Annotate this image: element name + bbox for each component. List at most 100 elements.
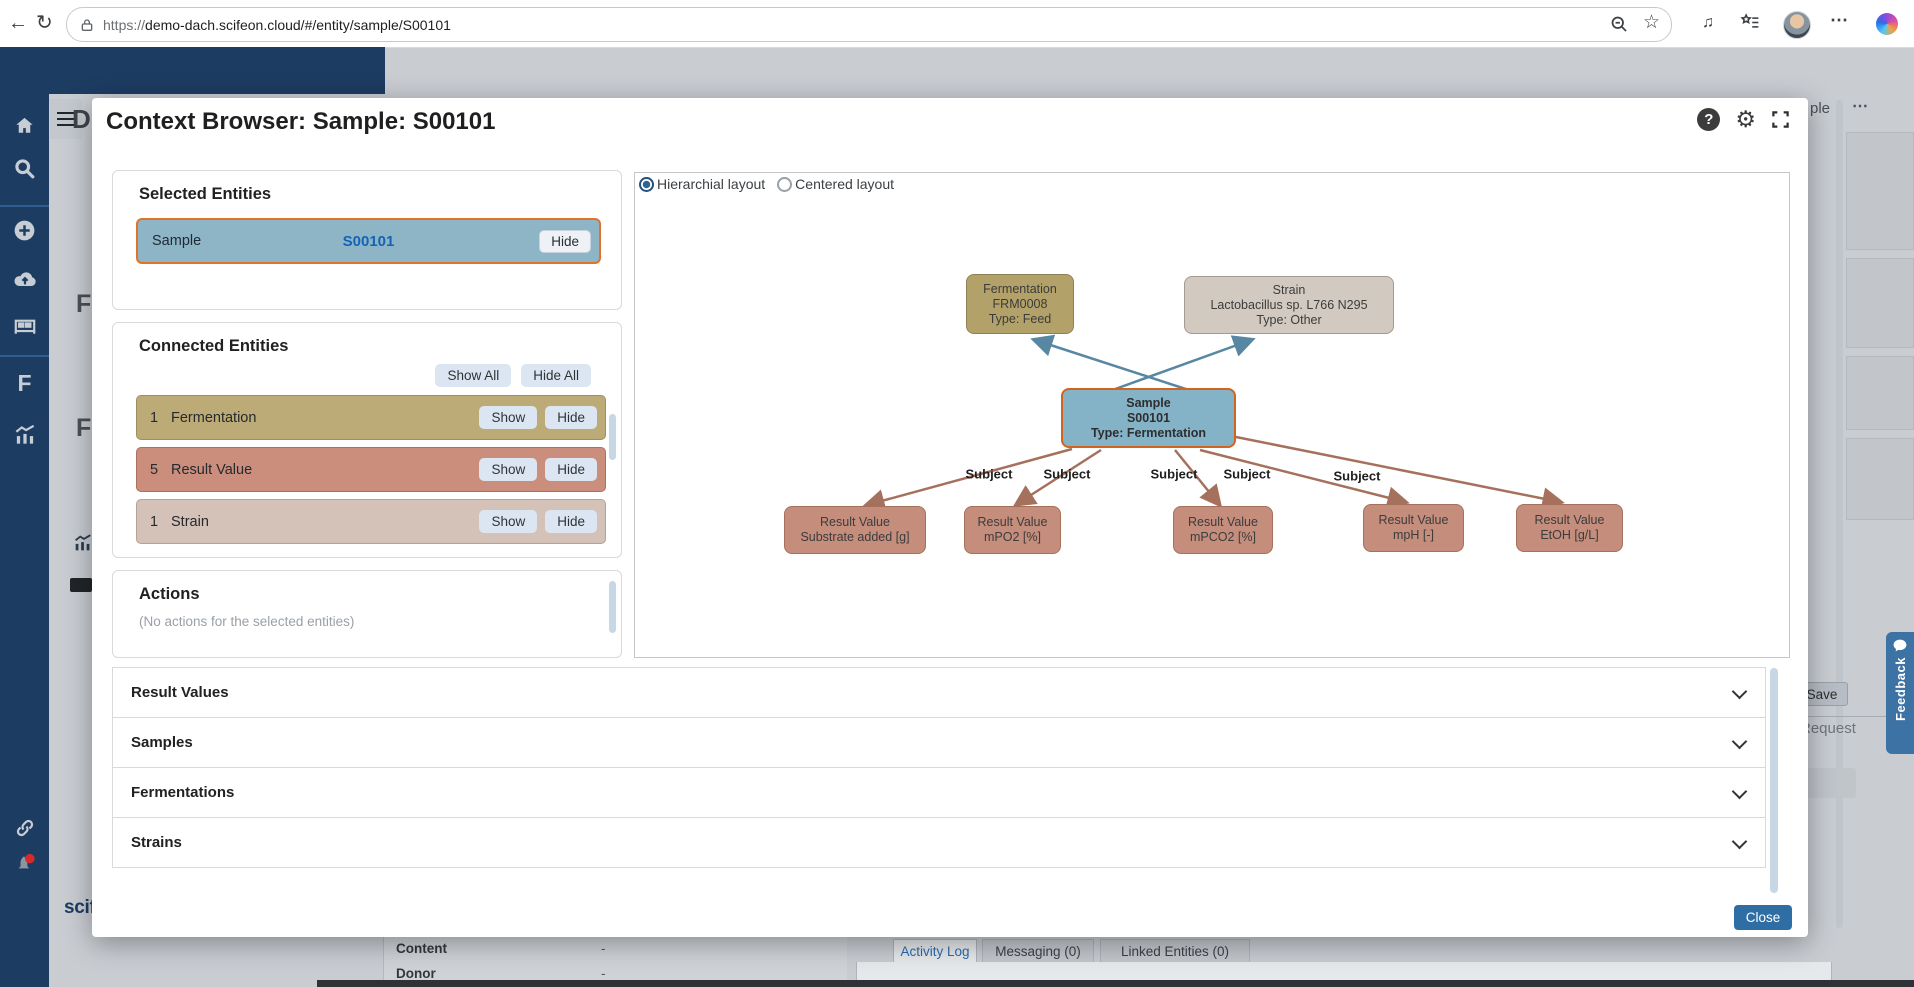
node-line: Type: Fermentation [1090,425,1207,440]
show-button[interactable]: Show [479,406,538,429]
section-samples[interactable]: Samples [112,717,1766,768]
graph-node-result-mpo2[interactable]: Result Value mPO2 [%] [964,506,1061,554]
whats-new-icon[interactable] [0,851,49,882]
hide-button[interactable]: Hide [545,406,597,429]
graph-node-result-mpco2[interactable]: Result Value mPCO2 [%] [1173,506,1273,554]
show-button[interactable]: Show [479,458,538,481]
home-icon[interactable] [0,114,49,142]
graph-node-result-mph[interactable]: Result Value mpH [-] [1363,504,1464,552]
node-line: Type: Feed [988,311,1052,326]
tab-activity-log[interactable]: Activity Log [893,939,977,963]
section-fermentations[interactable]: Fermentations [112,767,1766,818]
connected-row-fermentation[interactable]: 1 Fermentation Show Hide [136,395,606,440]
connected-entities-card: Connected Entities Show All Hide All 1 F… [112,322,622,558]
collections-icon[interactable] [1740,12,1761,38]
sidebar: F ? [0,94,49,987]
chevron-down-icon [1731,783,1748,800]
refresh-icon[interactable]: ↻ [36,12,53,34]
graph-node-result-etoh[interactable]: Result Value EtOH [g/L] [1516,504,1623,552]
browser-menu-icon[interactable]: ⋯ [1830,10,1848,30]
node-line: EtOH [g/L] [1540,528,1599,542]
modal-settings-icon[interactable]: ⚙ [1735,106,1756,132]
graph-node-fermentation[interactable]: Fermentation FRM0008 Type: Feed [966,274,1074,334]
back-icon[interactable]: ← [8,12,28,34]
menu-icon[interactable] [50,99,82,139]
tab-content-panel [856,962,1832,982]
zoom-out-icon[interactable] [1609,14,1630,40]
sidebar-divider [0,355,49,357]
background-scrollbar[interactable] [1836,100,1843,928]
edge-label-subject: Subject [965,466,1013,482]
selected-entity-row[interactable]: Sample S00101 Hide [136,218,601,264]
entity-id-link[interactable]: S00101 [342,232,395,250]
sidebar-f-module-icon[interactable]: F [17,370,32,396]
feedback-tab[interactable]: Feedback [1886,632,1914,754]
hide-all-button[interactable]: Hide All [521,364,591,387]
hide-button[interactable]: Hide [545,510,597,533]
sidebar-divider [0,205,49,207]
app-toolbar: ⚐ [0,47,385,139]
tab-messaging[interactable]: Messaging (0) [982,939,1094,963]
background-card-fragment [1846,438,1914,520]
node-line: mPCO2 [%] [1190,530,1256,544]
layout-option-hierarchical[interactable]: Hierarchial layout [639,176,765,192]
node-line: Strain [1272,282,1306,297]
background-heading-fragment: F [76,414,92,442]
address-bar[interactable]: https://demo-dach.scifeon.cloud/#/entity… [66,7,1672,42]
tab-linked-entities[interactable]: Linked Entities (0) [1100,939,1250,963]
close-button[interactable]: Close [1734,905,1792,930]
accordion-list: Result Values Samples Fermentations Stra… [112,667,1766,868]
graph-node-strain[interactable]: Strain Lactobacillus sp. L766 N295 Type:… [1184,276,1394,334]
graph-node-sample[interactable]: Sample S00101 Type: Fermentation [1061,388,1236,448]
background-title-fragment: ple [1810,100,1831,117]
chevron-down-icon [1731,833,1748,850]
upload-icon[interactable] [0,266,49,297]
storage-icon[interactable] [0,311,49,342]
field-label: Content [396,941,447,956]
modal-fullscreen-icon[interactable] [1771,110,1790,129]
connected-row-strain[interactable]: 1 Strain Show Hide [136,499,606,544]
add-icon[interactable] [0,218,49,248]
node-line: mPO2 [%] [984,530,1041,544]
node-line: Result Value [977,515,1048,529]
profile-avatar[interactable] [1783,11,1811,39]
node-line: Result Value [1188,515,1258,529]
card-scrollbar[interactable] [609,414,616,460]
background-chart-icon [72,532,94,559]
card-scrollbar[interactable] [609,581,616,633]
row-type-label: Result Value [171,461,253,478]
background-divider [1796,716,1914,717]
modal-scrollbar[interactable] [1770,668,1778,893]
row-count: 1 [149,513,159,530]
favorite-star-icon[interactable]: ☆ [1643,12,1661,33]
feedback-label: Feedback [1892,657,1908,721]
show-button[interactable]: Show [479,510,538,533]
media-control-icon[interactable]: ♫ [1702,14,1714,31]
analytics-icon[interactable] [0,422,49,453]
connected-row-result-value[interactable]: 5 Result Value Show Hide [136,447,606,492]
radio-selected-icon[interactable] [639,176,654,192]
layout-option-centered[interactable]: Centered layout [777,176,894,192]
section-result-values[interactable]: Result Values [112,667,1766,718]
sidebar-search-icon[interactable] [0,156,49,186]
tab-label: Linked Entities (0) [1120,943,1230,959]
copilot-icon[interactable] [1876,13,1898,35]
node-line: Lactobacillus sp. L766 N295 [1210,297,1368,312]
graph-node-result-substrate[interactable]: Result Value Substrate added [g] [784,506,926,554]
node-line: S00101 [1126,410,1171,425]
field-value: - [601,966,606,981]
section-label: Fermentations [131,784,235,801]
lock-icon [79,17,95,33]
modal-title: Context Browser: Sample: S00101 [106,108,496,135]
url-text: https://demo-dach.scifeon.cloud/#/entity… [103,17,451,33]
background-dark-card-fragment [70,578,92,592]
section-strains[interactable]: Strains [112,817,1766,868]
modal-help-icon[interactable]: ? [1697,108,1721,131]
edge-label-subject: Subject [1223,466,1271,482]
link-icon[interactable] [0,816,49,845]
hide-button[interactable]: Hide [545,458,597,481]
show-all-button[interactable]: Show All [435,364,512,387]
edge-label-subject: Subject [1043,466,1091,482]
radio-unselected-icon[interactable] [777,176,793,192]
hide-entity-button[interactable]: Hide [539,229,591,253]
